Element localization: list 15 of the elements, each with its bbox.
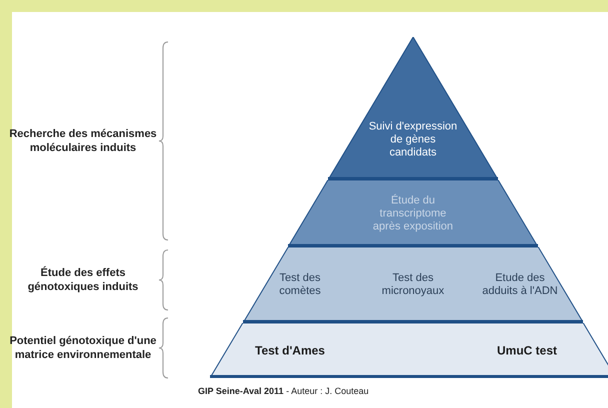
pyramid-top — [328, 37, 498, 180]
pyramid-tier — [242, 247, 584, 323]
pyramid-tier — [288, 180, 538, 247]
tier-text: Test des micronoyaux — [380, 272, 446, 298]
tier-text: Test des comètes — [278, 272, 322, 298]
tier-text: Étude du transcriptome après exposition — [372, 194, 454, 233]
tier-text: Suivi d'expression de gènes candidats — [368, 120, 458, 160]
level-label: Étude des effets génotoxiques induits — [26, 266, 140, 294]
level-label: Recherche des mécanismes moléculaires induits — [8, 127, 158, 155]
caption: GIP Seine-Aval 2011 - Auteur : J. Couteau — [198, 386, 369, 396]
tier-text: UmuC test — [496, 344, 558, 357]
tier-text: Etude des adduits à l'ADN — [481, 272, 559, 298]
tier-text: Test d'Ames — [254, 344, 326, 357]
pyramid-tier — [210, 323, 608, 378]
level-label: Potentiel génotoxique d'une matrice environnementale — [8, 334, 158, 362]
